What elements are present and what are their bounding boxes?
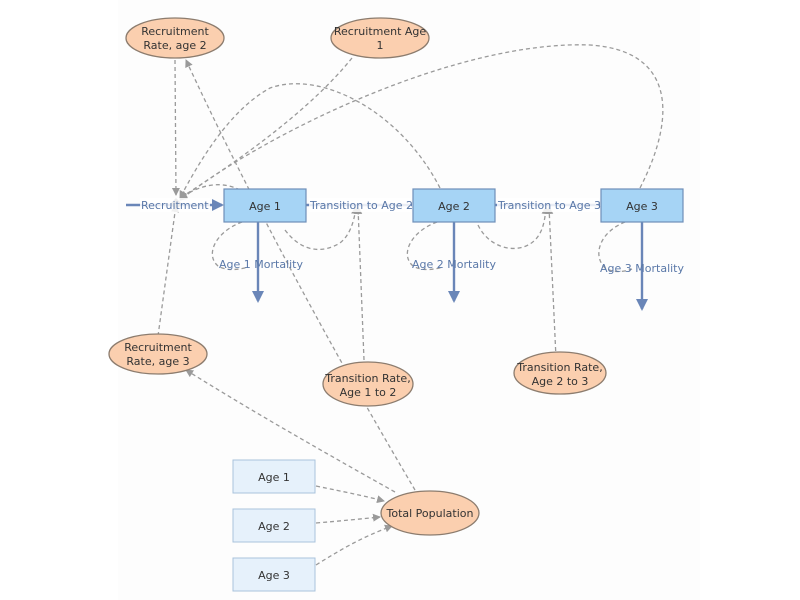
link-ghost-age2-to-totalpop[interactable] [315,513,381,524]
ghost-age1[interactable]: Age 1 [232,459,316,494]
mortality3-flow-label[interactable]: Age 3 Mortality [600,262,684,275]
flows [126,198,648,311]
var-transition-rate-2-3-line2: Age 2 to 3 [532,375,589,388]
link-rate3-to-recruitment[interactable] [157,204,180,337]
ghost-age1-label: Age 1 [258,471,290,484]
link-totalpop-to-rate3[interactable] [185,369,396,493]
link-totalpop-to-rate2[interactable] [185,59,416,491]
link-ghost-age1-to-totalpop[interactable] [315,485,385,504]
var-recruitment-rate-age3-line1: Recruitment [124,341,192,354]
var-total-population-label: Total Population [386,507,474,520]
var-recruitment-rate-age3-line2: Rate, age 3 [126,355,189,368]
link-age1-to-mortality1[interactable] [211,221,249,271]
link-age2-to-transition23[interactable] [477,206,550,249]
link-age3-to-mortality3[interactable] [598,221,633,273]
stock-age1[interactable]: Age 1 [223,188,307,223]
var-recruitment-age1-line2: 1 [377,39,384,52]
var-transition-rate-2-3[interactable]: Transition Rate, Age 2 to 3 [513,351,607,395]
var-transition-rate-1-2[interactable]: Transition Rate, Age 1 to 2 [322,361,414,407]
var-recruitment-rate-age2-line2: Rate, age 2 [143,39,206,52]
recruitment-flow-label[interactable]: Recruitment [141,199,209,212]
ghost-age3[interactable]: Age 3 [232,557,316,592]
stock-age2-label: Age 2 [438,200,470,213]
link-ghost-age3-to-totalpop[interactable] [315,524,393,566]
stocks: Age 1 Age 2 Age 3 [223,188,684,223]
link-age2-to-recruitment[interactable] [179,83,441,199]
ghost-age2-label: Age 2 [258,520,290,533]
stock-age2[interactable]: Age 2 [412,188,496,223]
var-transition-rate-1-2-line1: Transition Rate, [324,372,410,385]
var-recruitment-rate-age2-line1: Recruitment [141,25,209,38]
var-recruitment-rate-age2[interactable]: Recruitment Rate, age 2 [125,17,225,59]
var-recruitment-rate-age3[interactable]: Recruitment Rate, age 3 [108,333,208,375]
var-recruitment-age1-line1: Recruitment Age [334,25,427,38]
link-age2-to-mortality2[interactable] [406,221,444,271]
link-age1rec-to-recruitment[interactable] [179,57,353,199]
var-transition-rate-1-2-line2: Age 1 to 2 [340,386,397,399]
link-rate2-to-recruitment[interactable] [171,59,180,196]
influence-links [157,44,664,566]
transition23-flow-label[interactable]: Transition to Age 3 [497,199,601,212]
var-recruitment-age1[interactable]: Recruitment Age 1 [330,17,430,59]
stock-age1-label: Age 1 [249,200,281,213]
mortality1-flow-label[interactable]: Age 1 Mortality [219,258,303,271]
ghost-stocks: Age 1 Age 2 Age 3 [232,459,316,592]
mortality2-flow-label[interactable]: Age 2 Mortality [412,258,496,271]
flow-labels: Recruitment Transition to Age 2 Transiti… [140,198,684,275]
var-total-population[interactable]: Total Population [380,490,480,536]
var-transition-rate-2-3-line1: Transition Rate, [516,361,602,374]
link-age3-to-recruitment[interactable] [179,44,664,201]
link-rate12-to-transition12[interactable] [354,206,365,361]
variables: Recruitment Rate, age 2 Recruitment Age … [108,17,607,536]
stock-age3[interactable]: Age 3 [600,188,684,223]
ghost-age3-label: Age 3 [258,569,290,582]
stock-age3-label: Age 3 [626,200,658,213]
transition12-flow-label[interactable]: Transition to Age 2 [309,199,413,212]
link-rate23-to-transition23[interactable] [545,206,557,359]
ghost-age2[interactable]: Age 2 [232,508,316,543]
